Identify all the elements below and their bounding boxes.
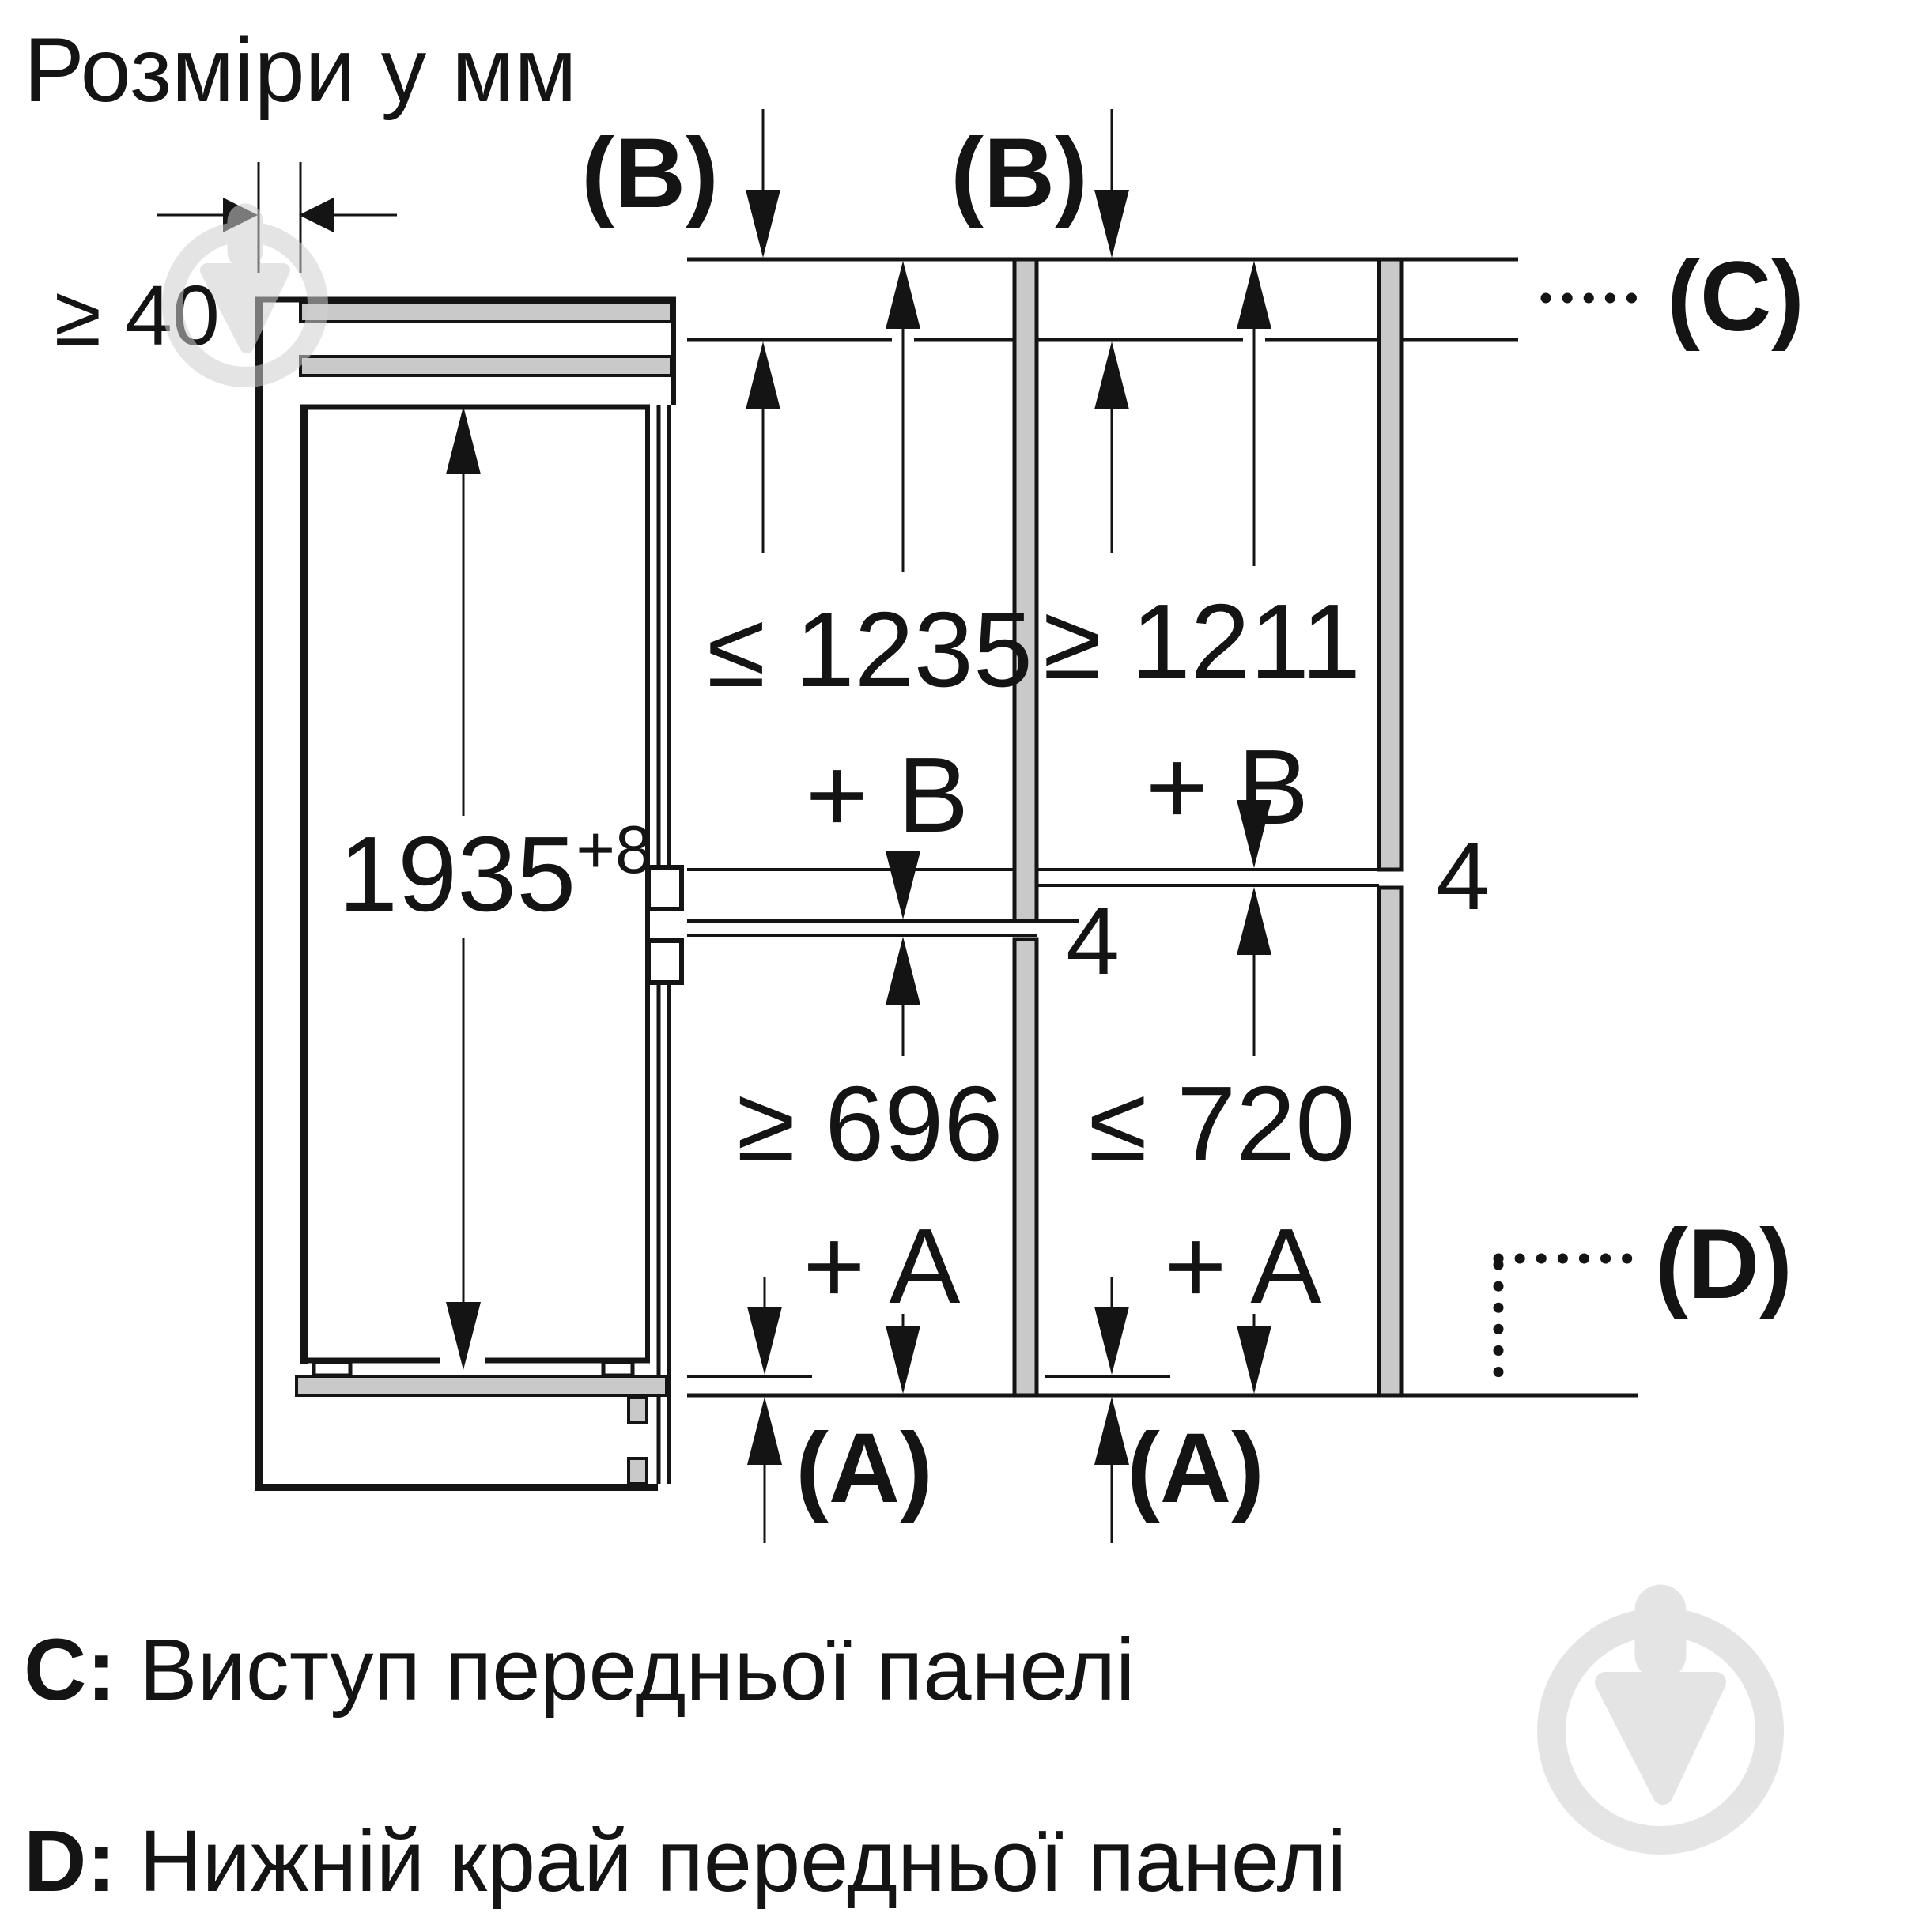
appliance-foot-right — [601, 1360, 635, 1378]
s2-bottom-up-arrow-icon — [1237, 887, 1271, 955]
cabinet-wall-line — [255, 297, 263, 1490]
watermark-bottom-right — [1537, 1584, 1784, 1855]
upper-door-dimension-section2 — [1237, 261, 1271, 868]
top-vent-strip-lower — [299, 355, 673, 377]
legend-d-text: Нижній край передньої панелі — [139, 1813, 1347, 1910]
cabinet-side-view — [255, 296, 684, 1491]
watermark-pin-stem-icon — [1634, 1584, 1687, 1681]
a-offset-arrows-section1 — [747, 1277, 782, 1543]
watermark-pin-icon — [1595, 1672, 1726, 1805]
niche-height-arrow-down-icon — [446, 1302, 481, 1370]
s1-top-down-arrow-icon — [886, 851, 920, 919]
niche-height-dimension: 1935+8 — [338, 406, 652, 1370]
appliance-foot-left — [312, 1360, 353, 1378]
a2-down-arrow-icon — [1094, 1307, 1129, 1375]
gap-4-right: 4 — [1436, 822, 1490, 930]
top-vent-strip-upper — [299, 301, 673, 323]
s2-upper-value: ≥ 1211 — [1043, 582, 1361, 701]
s1-lower-value: ≥ 696 — [737, 1064, 1003, 1183]
watermark-pin-icon — [200, 263, 290, 353]
s2-lower-plus-a: + A — [1165, 1206, 1322, 1326]
s1-bottom-up-arrow-icon — [886, 937, 920, 1005]
b-offset-arrows-section2 — [1094, 109, 1129, 553]
lower-door-dimension-section1 — [886, 937, 920, 1394]
b2-up-arrow-icon — [1094, 341, 1129, 409]
middle-panel-upper — [1012, 257, 1039, 923]
b1-down-arrow-icon — [746, 190, 780, 258]
niche-height-tolerance: +8 — [576, 813, 652, 888]
door-hinge-bracket-upper — [646, 865, 684, 911]
niche-height-arrow-up-icon — [446, 406, 481, 474]
s2-top-up-arrow-icon — [1237, 261, 1271, 329]
callout-a2: (A) — [1127, 1413, 1264, 1523]
appliance-left-line — [300, 405, 308, 1364]
s1-top-up-arrow-icon — [886, 261, 920, 329]
s1-bottom-down-arrow-icon — [886, 1326, 920, 1394]
page-title: Розміри у мм — [24, 20, 576, 121]
s2-bottom-down-arrow-icon — [1237, 1326, 1271, 1394]
legend-line-c: C:Виступ передньої панелі — [24, 1621, 1135, 1719]
callout-a1: (A) — [795, 1413, 933, 1523]
watermark-top-left — [162, 203, 328, 387]
callout-b2: (B) — [950, 119, 1088, 228]
callout-c: (C) — [1667, 242, 1804, 352]
cabinet-bottom-line — [255, 1484, 658, 1491]
callout-b1: (B) — [581, 119, 719, 228]
middle-panel-lower — [1012, 937, 1039, 1398]
s2-lower-value: ≤ 720 — [1089, 1064, 1355, 1183]
watermark-pin-stem-icon — [227, 203, 263, 270]
legend-line-d: D:Нижній край передньої панелі — [24, 1813, 1347, 1910]
plinth-bracket-upper — [627, 1396, 648, 1424]
callout-d: (D) — [1655, 1209, 1793, 1319]
a1-down-arrow-icon — [747, 1307, 782, 1375]
b-offset-arrows-section1 — [746, 109, 780, 553]
legend-c-key: C: — [24, 1621, 115, 1719]
door-hinge-bracket-lower — [646, 938, 684, 985]
right-panel-upper — [1377, 257, 1404, 872]
a2-up-arrow-icon — [1094, 1397, 1129, 1465]
a-offset-arrows-section2 — [1094, 1277, 1129, 1543]
legend-d-key: D: — [24, 1813, 115, 1910]
s1-lower-plus-a: + A — [803, 1206, 961, 1326]
b1-up-arrow-icon — [746, 341, 780, 409]
s2-upper-plus-b: + B — [1146, 727, 1309, 847]
niche-height-value: 1935+8 — [338, 813, 652, 934]
wall-gap-dimension: ≥ 40 — [55, 162, 397, 363]
gap-4-middle: 4 — [1066, 887, 1120, 994]
s1-upper-plus-b: + B — [806, 735, 969, 855]
wall-gap-arrow-right-icon — [299, 198, 334, 232]
plinth-panel — [295, 1375, 668, 1397]
s1-upper-value: ≤ 1235 — [707, 590, 1033, 709]
b2-down-arrow-icon — [1094, 190, 1129, 258]
upper-door-dimension-section1 — [886, 261, 920, 919]
plinth-bracket-lower — [627, 1457, 648, 1485]
lower-door-dimension-section2 — [1237, 887, 1271, 1394]
right-panel-lower — [1377, 885, 1404, 1398]
legend-c-text: Виступ передньої панелі — [139, 1621, 1135, 1719]
furniture-panels — [1012, 257, 1404, 1398]
a1-up-arrow-icon — [747, 1397, 782, 1465]
s2-top-down-arrow-icon — [1237, 800, 1271, 868]
